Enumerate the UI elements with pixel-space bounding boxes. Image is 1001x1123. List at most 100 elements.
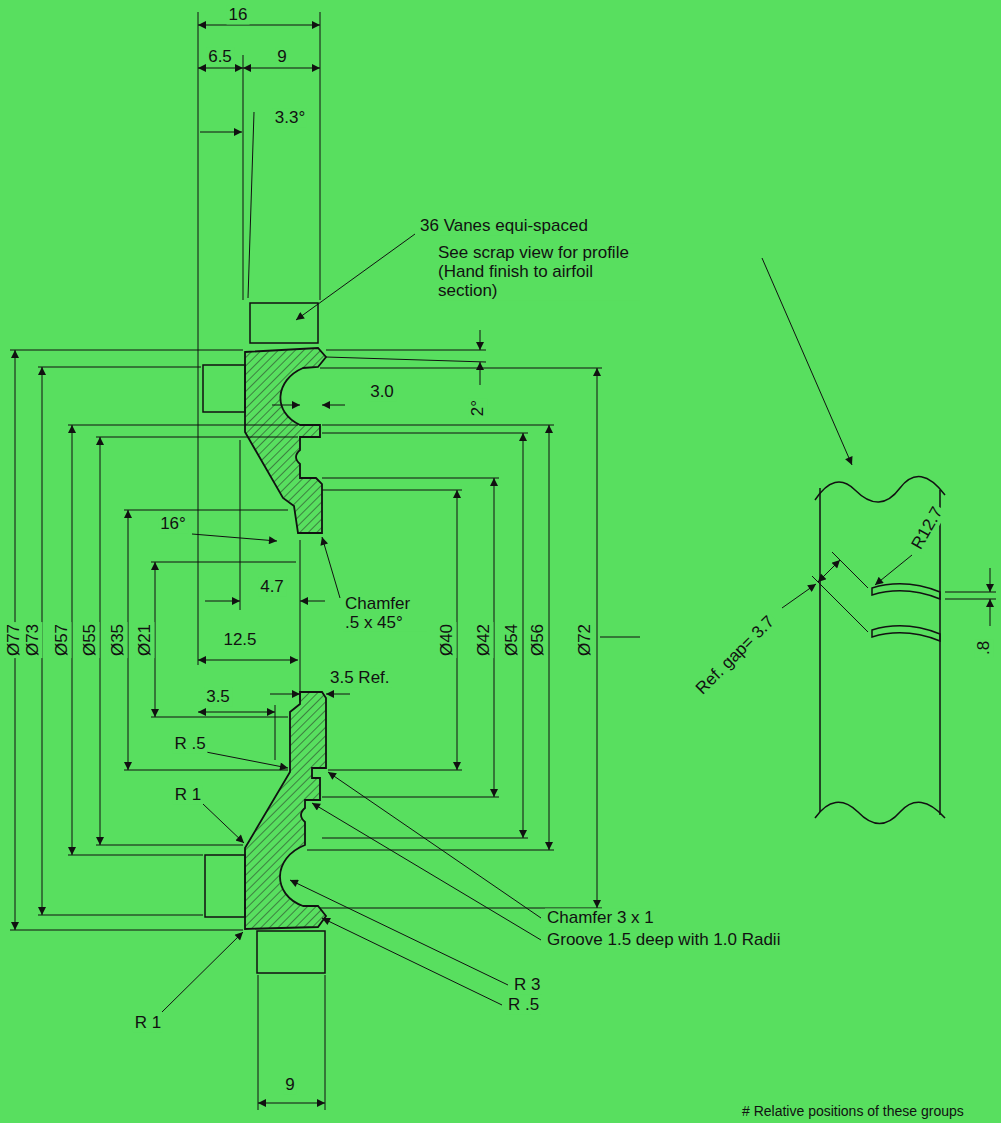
extension-line (322, 490, 462, 491)
dimension: 3.5 Ref. (328, 668, 392, 687)
part-section (245, 692, 326, 929)
dimension: 9 (275, 47, 288, 66)
extension-line (38, 915, 203, 916)
extension-line (275, 705, 276, 760)
leader-line (272, 405, 300, 406)
leader-line (300, 601, 325, 602)
extension-line (258, 975, 259, 1110)
angle-dimension: 2° (468, 398, 487, 418)
extension-line (68, 855, 203, 856)
diameter-dimension: Ø21 (135, 622, 154, 658)
leader-line (328, 772, 541, 918)
extension-line (322, 797, 499, 798)
leader-line (322, 918, 502, 1005)
radius-dimension: R 1 (173, 785, 203, 804)
radius-dimension: R 3 (512, 975, 542, 994)
extension-line (68, 425, 298, 426)
scrap-extension-line (945, 599, 996, 600)
leader-line (322, 405, 345, 406)
vane-outline (203, 365, 245, 412)
dimension: 3.0 (368, 382, 396, 401)
leader-line (326, 694, 350, 695)
extension-line (322, 478, 499, 479)
extension-line (10, 350, 243, 351)
dimension: 16 (227, 5, 250, 24)
radius-dimension: R 1 (133, 1013, 163, 1032)
extension-line (151, 562, 296, 563)
dimension-line (597, 368, 598, 908)
extension-line (600, 637, 640, 638)
extension-line (248, 112, 254, 298)
note: 36 Vanes equi-spaced (418, 216, 590, 235)
leader-line (296, 234, 415, 320)
extension-line (124, 510, 288, 511)
leader-line (480, 330, 481, 350)
extension-line (307, 850, 554, 851)
diameter-dimension: Ø73 (23, 622, 42, 658)
extension-line (320, 368, 602, 369)
scrap-view (815, 802, 945, 823)
scrap-view (872, 626, 940, 641)
angle-dimension: 3.3° (273, 108, 307, 127)
extension-line (96, 437, 298, 438)
diameter-dimension: Ø55 (80, 622, 99, 658)
dimension-line (72, 425, 73, 855)
diameter-dimension: Ø42 (474, 622, 493, 658)
scrap-extension-line (812, 552, 996, 632)
extension-line (326, 357, 486, 362)
leader-line (762, 258, 852, 465)
dimension-line (818, 560, 840, 582)
note: # Relative positions of these groups (740, 1104, 966, 1120)
leader-line (480, 362, 481, 385)
leader-line (990, 568, 991, 592)
dimension: 6.5 (206, 47, 234, 66)
diameter-dimension: Ø40 (437, 622, 456, 658)
diameter-dimension: Ø35 (108, 622, 127, 658)
extension-line (322, 425, 554, 426)
leader-line (990, 599, 991, 626)
radius-dimension: R .5 (506, 995, 541, 1014)
extension-line (322, 433, 528, 434)
diameter-dimension: Ø57 (52, 622, 71, 658)
dimension-line (549, 425, 550, 850)
leader-line (205, 601, 240, 602)
leader-line (192, 534, 277, 541)
radius-dimension: R .5 (172, 734, 207, 753)
leader-line (162, 132, 990, 1012)
note: Groove 1.5 deep with 1.0 Radii (545, 930, 782, 949)
note: Chamfer 3 x 1 (545, 908, 656, 927)
dimension-line (155, 562, 156, 717)
diameter-dimension: Ø77 (4, 622, 23, 658)
note: Chamfer .5 x 45° (343, 594, 427, 632)
leader-line (875, 555, 912, 585)
extension-line (124, 770, 288, 771)
vane-outline (250, 303, 318, 343)
diameter-dimension: Ø56 (528, 622, 547, 658)
leader-line (782, 584, 816, 608)
scrap-view (815, 477, 945, 502)
scrap-extension-line (945, 592, 996, 593)
dimension: Ref. gap= 3.7 (691, 611, 780, 700)
dimension: 9 (283, 1075, 296, 1094)
leader-line (322, 537, 340, 598)
dimension: 4.7 (258, 577, 286, 596)
leader-line (200, 132, 242, 133)
leader-line (270, 694, 300, 695)
radius-dimension: R12.7 (906, 502, 947, 554)
leader-line (290, 880, 508, 985)
note: See scrap view for profile (Hand finish … (436, 243, 640, 300)
dimension-line (198, 660, 298, 661)
extension-line (10, 930, 243, 931)
scrap-view (872, 584, 940, 599)
extension-line (326, 350, 486, 351)
leader-line (312, 803, 541, 940)
dimension-line (494, 478, 495, 797)
dimension-line (128, 510, 129, 770)
scrap-view (819, 488, 821, 812)
scrap-extension-line (812, 576, 868, 632)
dimension-line (258, 1103, 325, 1104)
diameter-dimension: Ø54 (502, 622, 521, 658)
leader-line (206, 752, 288, 768)
leader-line (203, 804, 244, 843)
